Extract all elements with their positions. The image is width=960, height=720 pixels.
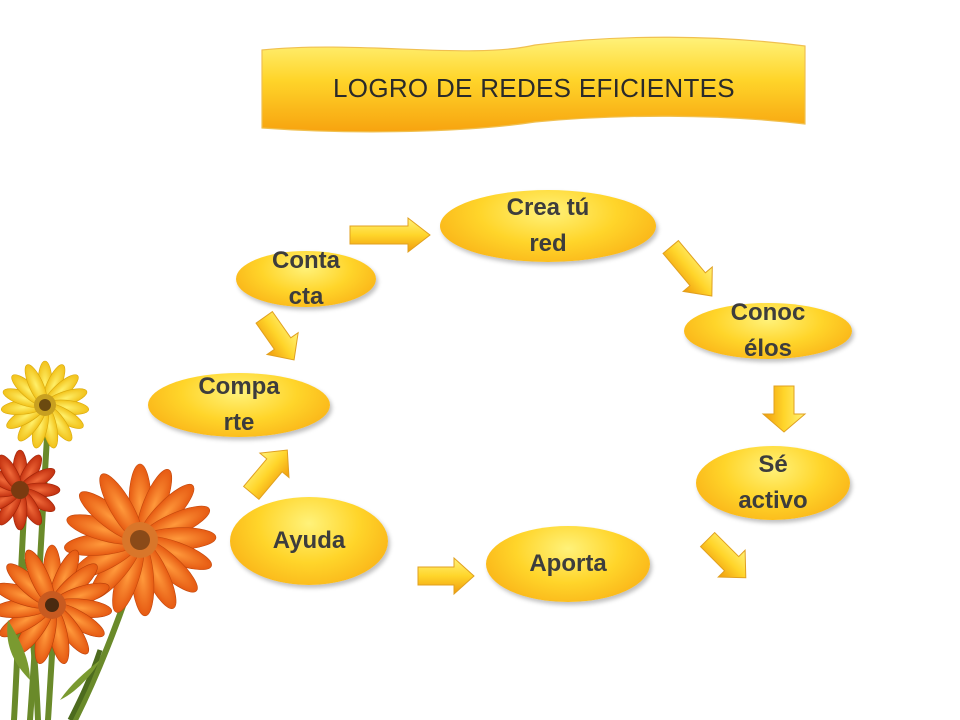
node-aporta-label: Aporta	[529, 550, 607, 577]
node-crea-tu-red: Crea tú red	[440, 190, 656, 262]
arrow-ayuda-to-comparte	[242, 449, 290, 501]
node-crea-line1: Crea tú	[506, 194, 590, 221]
node-seactivo-line2: activo	[738, 487, 808, 514]
node-aporta: Aporta	[486, 526, 650, 602]
arrow-contacta-to-crea	[349, 216, 431, 254]
node-comparte-line2: rte	[223, 409, 255, 436]
node-conocelos-line2: élos	[743, 335, 792, 362]
node-se-activo: Sé activo	[696, 446, 850, 520]
arrow-crea-to-conocelos	[662, 239, 713, 297]
arrow-ayuda-to-aporta	[417, 556, 475, 596]
diagram-title: LOGRO DE REDES EFICIENTES	[333, 72, 735, 103]
arrow-conocelos-to-seactivo	[761, 385, 807, 433]
node-crea-line2: red	[529, 230, 567, 257]
node-conocelos-line1: Conoc	[730, 299, 806, 326]
node-contacta-line2: cta	[288, 283, 324, 310]
node-contacta-line1: Conta	[272, 247, 340, 274]
node-ayuda: Ayuda	[230, 497, 388, 585]
arrow-contacta-to-comparte	[255, 310, 299, 361]
node-comparte: Compa rte	[148, 373, 330, 437]
node-seactivo-line1: Sé	[758, 451, 788, 478]
node-comparte-line1: Compa	[198, 373, 280, 400]
arrow-seactivo-out	[699, 531, 747, 579]
node-conocelos: Conoc élos	[684, 299, 852, 362]
node-ayuda-label: Ayuda	[272, 527, 346, 554]
node-contacta: Conta cta	[236, 247, 376, 310]
